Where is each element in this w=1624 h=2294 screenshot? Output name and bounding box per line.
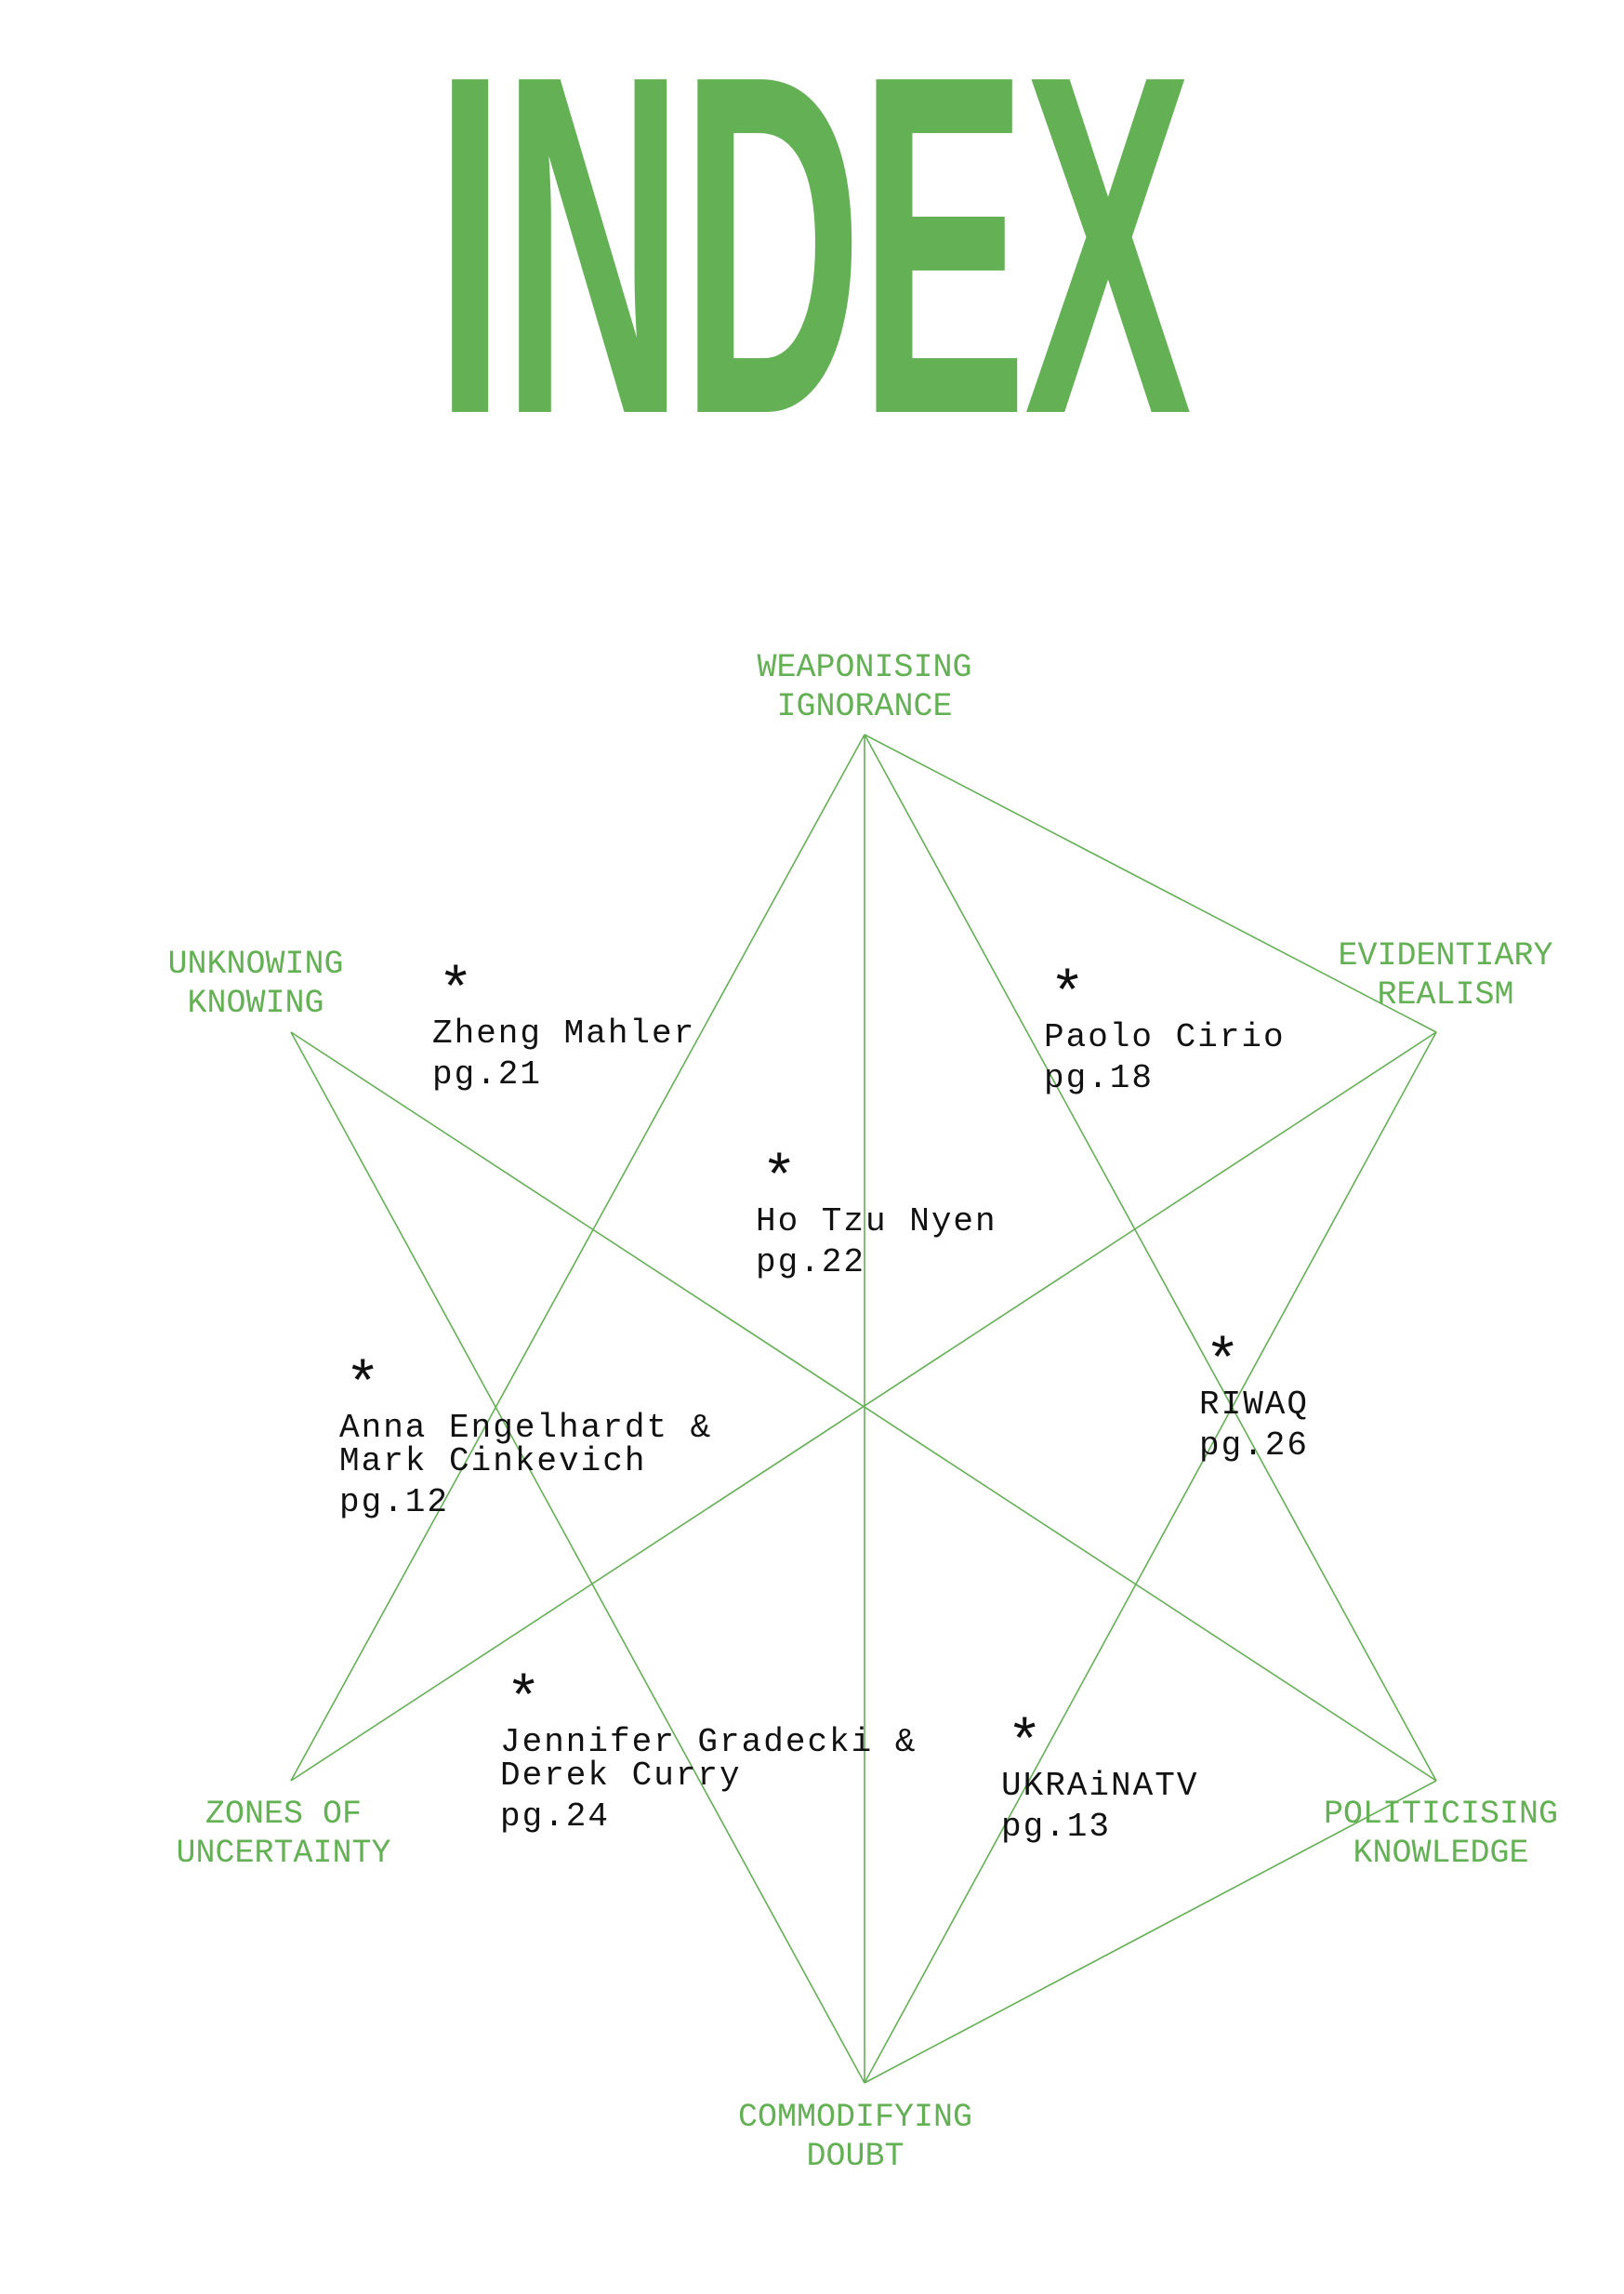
asterisk-icon: * <box>1050 963 1086 1030</box>
entry-anna-engelhardt[interactable]: * Anna Engelhardt & Mark Cinkevich pg.12 <box>339 1354 713 1521</box>
entry-zheng-mahler[interactable]: * Zheng Mahler pg.21 <box>432 960 696 1094</box>
entry-name: UKRAiNATV <box>1001 1767 1199 1805</box>
entry-page: pg.21 <box>432 1055 543 1094</box>
edge-top-zones <box>290 734 865 1782</box>
entry-name: RIWAQ <box>1199 1386 1310 1424</box>
asterisk-icon: * <box>1205 1331 1241 1398</box>
entry-name: Ho Tzu Nyen <box>756 1202 997 1240</box>
node-unknowing-knowing: UNKNOWING KNOWING <box>167 946 344 1022</box>
node-zones-of-uncertainty: ZONES OF UNCERTAINTY <box>176 1796 391 1872</box>
entry-name: Zheng Mahler <box>432 1014 696 1053</box>
asterisk-icon: * <box>438 960 474 1027</box>
entry-ukrainatv[interactable]: * UKRAiNATV pg.13 <box>1001 1712 1199 1846</box>
node-politicising-knowledge: POLITICISING KNOWLEDGE <box>1323 1796 1559 1872</box>
node-commodifying-doubt: COMMODIFYING DOUBT <box>737 2099 973 2175</box>
page-title: INDEX <box>435 0 1192 515</box>
entry-riwaq[interactable]: * RIWAQ pg.26 <box>1199 1331 1310 1465</box>
edge-politicising-commodifying <box>864 1780 1437 2084</box>
entry-page: pg.26 <box>1199 1426 1310 1465</box>
edge-top-politicising <box>864 734 1437 1782</box>
entry-page: pg.22 <box>756 1243 866 1281</box>
edge-top-evidentiary <box>864 734 1437 1033</box>
entry-name-2: Derek Curry <box>500 1757 742 1795</box>
entry-name: Anna Engelhardt & <box>339 1409 713 1447</box>
entry-paolo-cirio[interactable]: * Paolo Cirio pg.18 <box>1044 963 1286 1097</box>
edge-unknowing-commodifying <box>290 1031 865 2084</box>
asterisk-icon: * <box>506 1668 542 1735</box>
entry-jennifer-gradecki[interactable]: * Jennifer Gradecki & Derek Curry pg.24 <box>500 1668 918 1836</box>
entry-page: pg.12 <box>339 1483 450 1521</box>
entry-page: pg.13 <box>1001 1808 1112 1846</box>
entry-page: pg.18 <box>1044 1059 1155 1097</box>
asterisk-icon: * <box>761 1147 798 1214</box>
entry-name: Jennifer Gradecki & <box>500 1723 918 1761</box>
edge-evidentiary-zones <box>290 1031 1437 1782</box>
asterisk-icon: * <box>1007 1712 1043 1779</box>
entry-ho-tzu-nyen[interactable]: * Ho Tzu Nyen pg.22 <box>756 1147 997 1281</box>
entry-page: pg.24 <box>500 1797 611 1836</box>
asterisk-icon: * <box>345 1354 381 1421</box>
edge-evidentiary-commodifying <box>864 1031 1437 2084</box>
node-evidentiary-realism: EVIDENTIARY REALISM <box>1338 937 1553 1014</box>
entry-name-2: Mark Cinkevich <box>339 1442 647 1480</box>
node-weaponising-ignorance: WEAPONISING IGNORANCE <box>757 649 972 725</box>
entry-name: Paolo Cirio <box>1044 1018 1286 1056</box>
